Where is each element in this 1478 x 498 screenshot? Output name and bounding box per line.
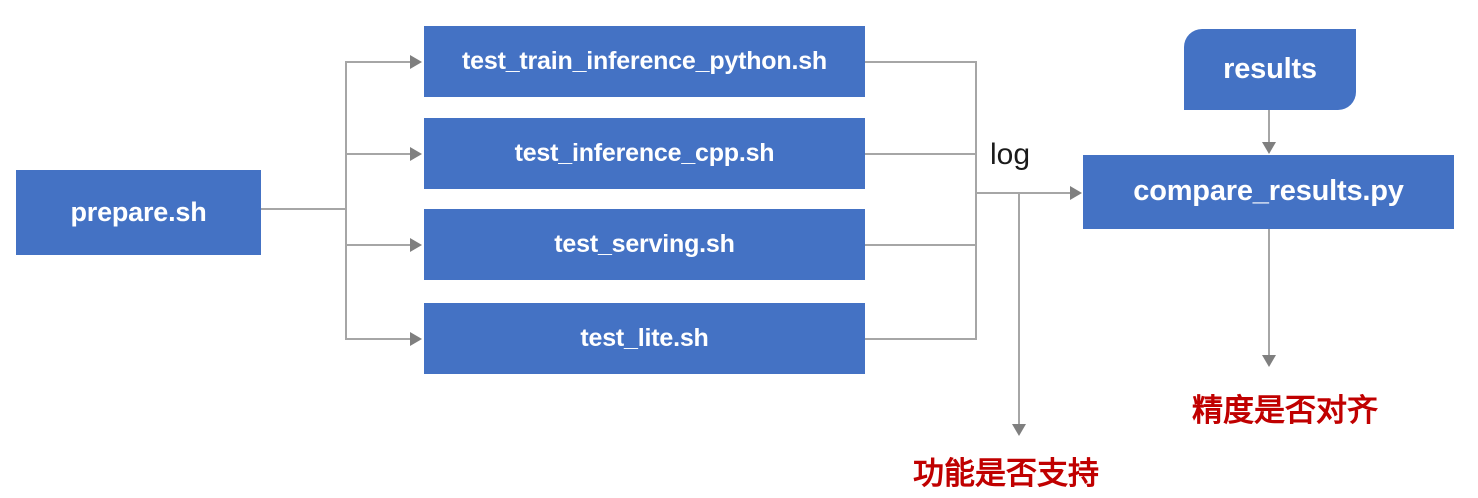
arrowhead-to-train-python (410, 55, 422, 69)
connector-collector-bus (975, 61, 977, 338)
connector-fanout-bus (345, 61, 347, 338)
arrowhead-to-inference-cpp (410, 147, 422, 161)
arrowhead-results-to-compare (1262, 142, 1276, 154)
edge-label-log: log (990, 138, 1031, 171)
connector-to-lite (345, 338, 411, 340)
connector-from-inference-cpp (865, 153, 977, 155)
arrowhead-to-lite (410, 332, 422, 346)
node-test-inference-cpp-sh[interactable]: test_inference_cpp.sh (424, 118, 865, 189)
connector-compare-to-precision-note (1268, 229, 1270, 357)
connector-to-serving (345, 244, 411, 246)
connector-results-to-compare (1268, 110, 1270, 144)
connector-to-inference-cpp (345, 153, 411, 155)
node-test-train-inference-python-sh[interactable]: test_train_inference_python.sh (424, 26, 865, 97)
connector-from-serving (865, 244, 977, 246)
connector-from-lite (865, 338, 977, 340)
note-function-supported: 功能是否支持 (913, 456, 1099, 491)
arrowhead-log-to-compare (1070, 186, 1082, 200)
note-precision-aligned: 精度是否对齐 (1192, 393, 1378, 428)
arrowhead-to-function-note (1012, 424, 1026, 436)
connector-prepare-stem (261, 208, 346, 210)
connector-to-function-note (1018, 192, 1020, 426)
node-prepare-sh[interactable]: prepare.sh (16, 170, 261, 255)
node-test-serving-sh[interactable]: test_serving.sh (424, 209, 865, 280)
connector-log-to-compare (975, 192, 1071, 194)
node-test-lite-sh[interactable]: test_lite.sh (424, 303, 865, 374)
arrowhead-to-serving (410, 238, 422, 252)
arrowhead-compare-to-precision-note (1262, 355, 1276, 367)
node-results[interactable]: results (1184, 29, 1356, 110)
connector-from-train-python (865, 61, 977, 63)
node-compare-results-py[interactable]: compare_results.py (1083, 155, 1454, 229)
connector-to-train-python (345, 61, 411, 63)
